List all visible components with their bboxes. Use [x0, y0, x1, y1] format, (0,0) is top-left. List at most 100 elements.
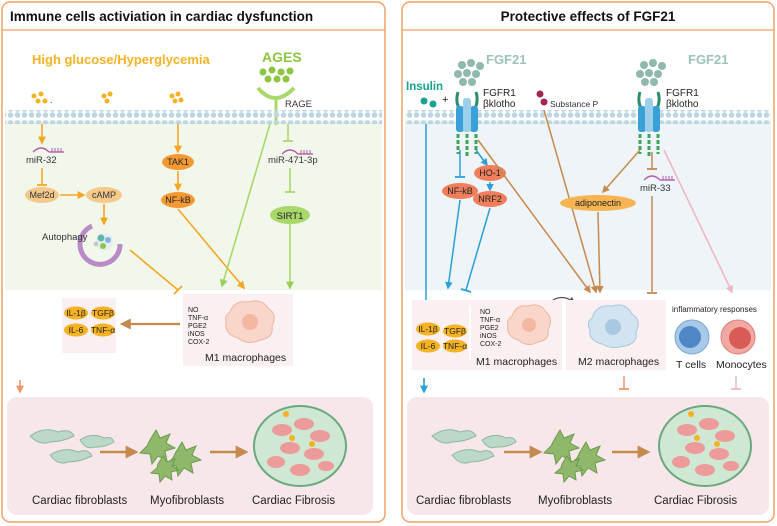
- fgf21-label-a: FGF21: [486, 52, 526, 67]
- ho1-label: HO-1: [479, 168, 501, 178]
- mef2d-label: Mef2d: [29, 190, 54, 200]
- svg-text:TNF-α: TNF-α: [91, 325, 115, 335]
- right-fibroblasts-label: Cardiac fibroblasts: [416, 495, 511, 507]
- right-cytokines: IL-1β TGFβ IL-6 TNF-α: [416, 322, 467, 353]
- autophagy-label: Autophagy: [42, 232, 88, 243]
- svg-text:TGFβ: TGFβ: [444, 326, 466, 336]
- nrf2-node: [473, 191, 507, 207]
- mir33-icon: [643, 175, 675, 181]
- insulin-plus: +: [442, 94, 448, 106]
- mef2d-node: [25, 187, 59, 203]
- svg-text:.: .: [50, 95, 53, 105]
- svg-text:COX-2: COX-2: [188, 339, 210, 346]
- tak1-node: [162, 154, 194, 170]
- right-myofibroblasts-label: Myofibroblasts: [538, 495, 612, 507]
- left-title: Immune cells activiation in cardiac dysf…: [10, 9, 313, 24]
- m2-label: M2 macrophages: [578, 356, 659, 368]
- camp-label: cAMP: [92, 190, 116, 200]
- ages-label: AGES: [262, 49, 302, 65]
- monocytes-label: Monocytes: [716, 359, 767, 371]
- ho1-node: [474, 165, 506, 181]
- rage-label: RAGE: [285, 99, 312, 110]
- adiponectin-node: [560, 195, 636, 211]
- svg-text:iNOS: iNOS: [480, 333, 497, 340]
- svg-text:NO: NO: [480, 309, 491, 316]
- camp-node: [86, 187, 122, 203]
- mir32-label: miR-32: [26, 155, 57, 166]
- fgf21-ligand-b: [636, 59, 666, 86]
- svg-text:NO: NO: [188, 307, 199, 314]
- fgf21-ligand-a: [454, 59, 484, 86]
- insulin-label: Insulin: [406, 81, 443, 93]
- svg-text:PGE2: PGE2: [188, 323, 207, 330]
- svg-text:iNOS: iNOS: [188, 331, 205, 338]
- m2-macrophage-icon: [587, 304, 639, 349]
- right-fibroblast-icons: [431, 429, 517, 464]
- svg-text:TGFβ: TGFβ: [92, 308, 114, 318]
- left-fibroblasts-label: Cardiac fibroblasts: [32, 495, 127, 507]
- nrf2-label: NRF2: [478, 194, 502, 204]
- left-m1-label: M1 macrophages: [205, 352, 286, 364]
- right-myofibroblast-icons: [542, 428, 607, 484]
- right-membrane: [405, 110, 771, 124]
- svg-text:TNF-α: TNF-α: [443, 341, 467, 351]
- fgfr1-label-a: FGFR1: [483, 88, 516, 99]
- m1-macrophage-icon: [225, 300, 275, 344]
- sirt1-node: [270, 206, 310, 224]
- svg-text:TNF-α: TNF-α: [480, 317, 500, 324]
- bklotho-label-b: βklotho: [666, 99, 699, 110]
- nfkb-label: NF-kB: [165, 195, 191, 205]
- monocyte-icon: [720, 319, 756, 355]
- right-fibrosis-label: Cardiac Fibrosis: [654, 495, 737, 507]
- right-title: Protective effects of FGF21: [501, 9, 676, 24]
- insulin-molecule: [420, 97, 428, 105]
- substance-p-molecule: [536, 90, 544, 98]
- left-myofibroblasts-label: Myofibroblasts: [150, 495, 224, 507]
- ages-molecules: [259, 66, 294, 83]
- nfkb-node: [161, 192, 195, 208]
- right-mediators: NO TNF-α PGE2 iNOS COX-2: [480, 309, 502, 348]
- left-panel: Immune cells activiation in cardiac dysf…: [1, 1, 386, 523]
- high-glucose-label: High glucose/Hyperglycemia: [32, 52, 210, 67]
- svg-text:PGE2: PGE2: [480, 325, 499, 332]
- autophagy-icon: [77, 223, 123, 267]
- bklotho-label-a: βklotho: [483, 99, 516, 110]
- right-m1-label: M1 macrophages: [476, 356, 557, 368]
- fgfr1-label-b: FGFR1: [666, 88, 699, 99]
- left-cytokines: IL-1β TGFβ IL-6 TNF-α: [64, 306, 115, 337]
- left-fibrosis-label: Cardiac Fibrosis: [252, 495, 335, 507]
- mir32-icon: [32, 147, 64, 153]
- sirt1-label: SIRT1: [277, 211, 304, 222]
- mir471-icon: [281, 149, 313, 155]
- left-fibroblast-icons: [29, 429, 115, 464]
- t-cell-icon: [674, 319, 710, 355]
- right-nfkb-label: NF-kB: [447, 186, 473, 196]
- svg-text:COX-2: COX-2: [480, 341, 502, 348]
- fgfr1-receptor-b: [637, 91, 661, 158]
- glucose-molecules: [31, 91, 184, 104]
- svg-text:IL-1β: IL-1β: [66, 308, 86, 318]
- right-fibrosis-tissue-icon: [658, 405, 752, 487]
- inflammatory-label: inflammatory responses: [672, 305, 757, 314]
- svg-text:IL-1β: IL-1β: [418, 324, 438, 334]
- svg-text:IL-6: IL-6: [69, 325, 84, 335]
- mir33-label: miR-33: [640, 183, 671, 194]
- left-membrane: [5, 110, 382, 124]
- svg-text:IL-6: IL-6: [421, 341, 436, 351]
- svg-text:TNF-α: TNF-α: [188, 315, 208, 322]
- substance-p-label: Substance P: [550, 99, 599, 109]
- adiponectin-label: adiponectin: [575, 198, 621, 208]
- right-panel: Protective effects of FGF21 FGF21 FGF21 …: [401, 1, 775, 523]
- right-nfkb-node: [442, 183, 478, 199]
- tcells-label: T cells: [676, 359, 706, 371]
- mir471-label: miR-471-3p: [268, 155, 318, 166]
- tak1-label: TAK1: [167, 157, 189, 167]
- left-myofibroblast-icons: [138, 428, 203, 484]
- left-mediators: NO TNF-α PGE2 iNOS COX-2: [188, 307, 210, 346]
- right-m1-macrophage-icon: [507, 304, 552, 346]
- left-fibrosis-tissue-icon: [253, 405, 347, 487]
- rage-receptor: [256, 86, 296, 100]
- fgf21-label-b: FGF21: [688, 52, 728, 67]
- fgfr1-receptor-a: [455, 91, 479, 158]
